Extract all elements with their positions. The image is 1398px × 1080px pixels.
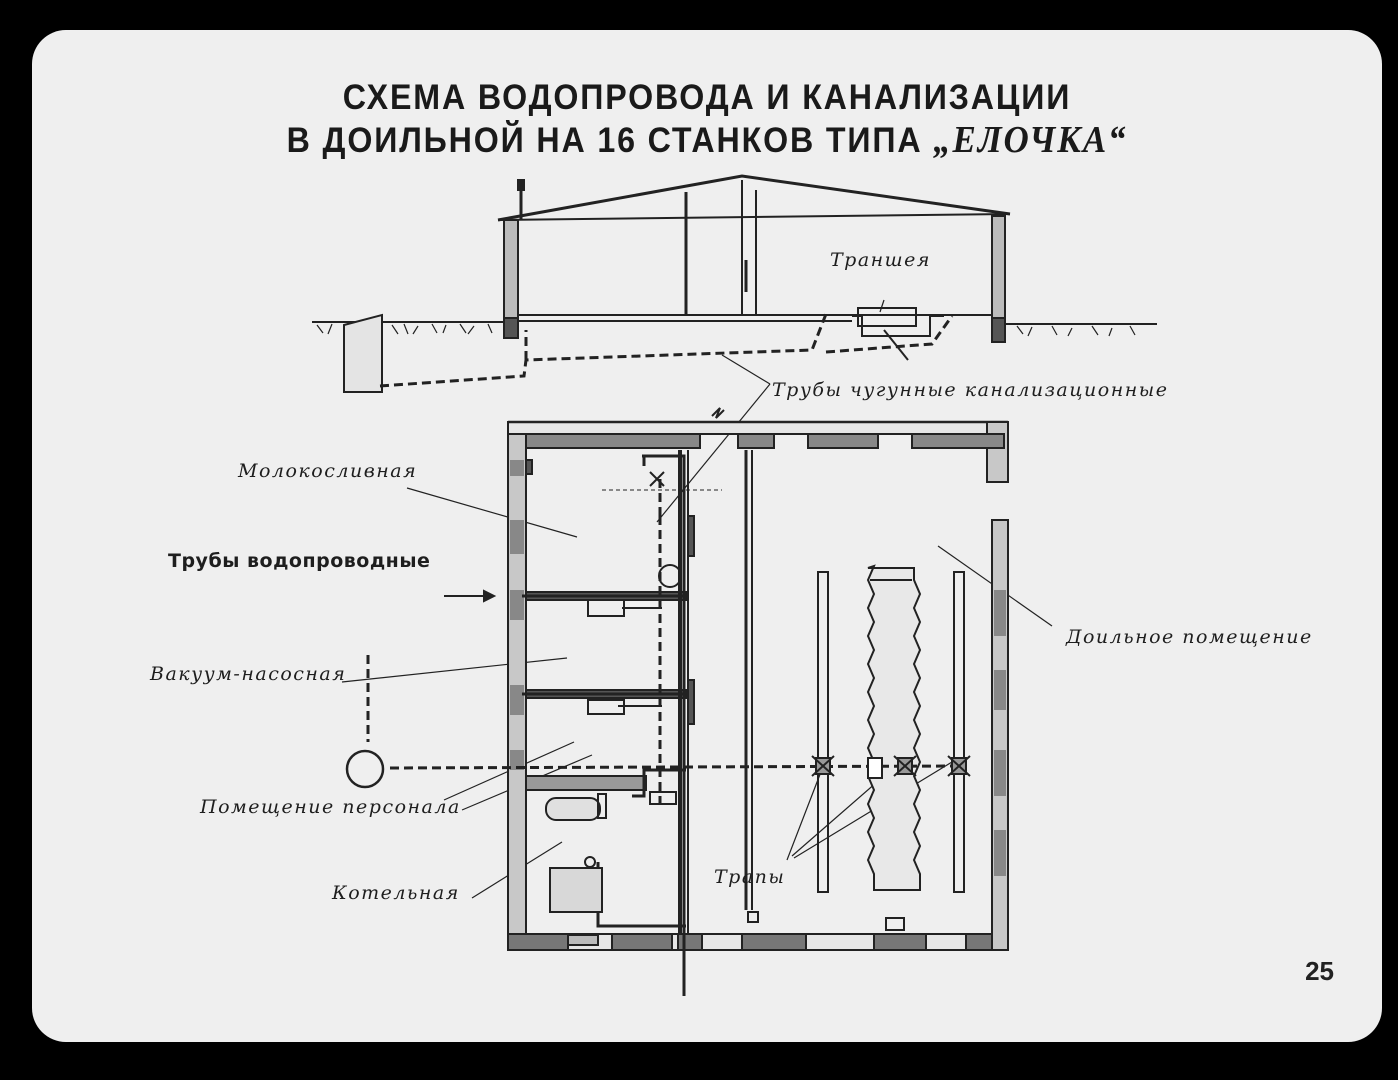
page-number: 25: [1305, 956, 1334, 986]
title-line-2: В ДОИЛЬНОЙ НА 16 СТАНКОВ ТИПА „ЕЛОЧКА“: [86, 120, 1328, 161]
leader-lines: [341, 299, 1053, 899]
label-staff-room: Помещение персонала: [200, 796, 461, 818]
label-cast-iron-pipes: Трубы чугунные канализационные: [772, 379, 1169, 401]
label-drains: Трапы: [714, 866, 786, 888]
label-trench: Траншея: [830, 249, 932, 271]
title-line-2-prefix: В ДОИЛЬНОЙ НА 16 СТАНКОВ ТИПА: [286, 121, 923, 160]
building-section: [312, 174, 1157, 393]
building-plan: [345, 420, 1009, 996]
title-line-1: СХЕМА ВОДОПРОВОДА И КАНАЛИЗАЦИИ: [342, 78, 1072, 117]
title-line-2-name: „ЕЛОЧКА“: [933, 119, 1128, 161]
label-milk-room: Молокосливная: [238, 460, 418, 482]
label-boiler-room: Котельная: [332, 882, 460, 904]
slide: СХЕМА ВОДОПРОВОДА И КАНАЛИЗАЦИИ В ДОИЛЬН…: [32, 30, 1382, 1042]
label-vacuum-pump-room: Вакуум-насосная: [150, 663, 347, 685]
label-milking-room: Доильное помещение: [1066, 626, 1313, 648]
plumbing-diagram: [312, 174, 1157, 996]
label-water-pipes: Трубы водопроводные: [168, 550, 431, 572]
